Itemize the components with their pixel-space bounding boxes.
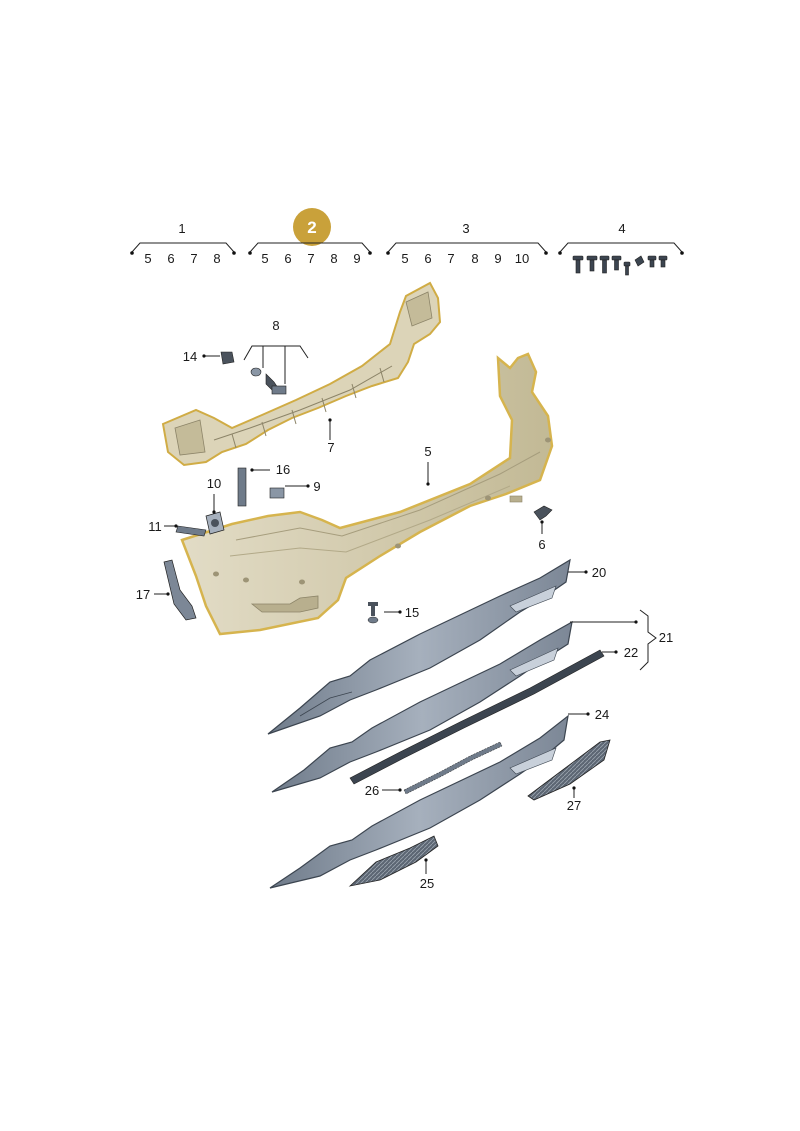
diffuser-24 bbox=[269, 714, 569, 889]
callout-26: 26 bbox=[365, 783, 379, 798]
sub-number: 8 bbox=[471, 251, 478, 266]
group-header-3: 3 5 6 7 8 9 10 bbox=[386, 221, 548, 266]
highlight-badge bbox=[293, 208, 331, 246]
group-number: 3 bbox=[462, 221, 469, 236]
sub-number: 5 bbox=[261, 251, 268, 266]
part-15-screw bbox=[367, 602, 379, 624]
callout-10: 10 bbox=[207, 476, 221, 491]
part-8-bolt-set bbox=[250, 367, 287, 395]
sub-number: 8 bbox=[213, 251, 220, 266]
sub-number: 9 bbox=[494, 251, 501, 266]
sub-number: 6 bbox=[167, 251, 174, 266]
callout-7: 7 bbox=[327, 440, 334, 455]
part-16-bracket bbox=[237, 467, 247, 507]
diffuser-21 bbox=[271, 620, 573, 793]
callout-14: 14 bbox=[183, 349, 197, 364]
screw-set-icon bbox=[572, 255, 668, 276]
part-6-sensor-wire bbox=[533, 505, 553, 521]
callout-8: 8 bbox=[272, 318, 279, 333]
group-header-4: 4 bbox=[558, 221, 684, 276]
part-10-sensor-holder bbox=[205, 511, 225, 535]
sub-number: 6 bbox=[424, 251, 431, 266]
callout-20: 20 bbox=[592, 565, 606, 580]
sub-number: 8 bbox=[330, 251, 337, 266]
callout-22: 22 bbox=[624, 645, 638, 660]
group-header-1: 1 5 6 7 8 bbox=[130, 221, 236, 266]
sub-number: 7 bbox=[447, 251, 454, 266]
callout-15: 15 bbox=[405, 605, 419, 620]
callout-labels: 14 8 7 5 16 9 10 11 17 6 15 20 21 22 24 … bbox=[136, 318, 673, 891]
callout-24: 24 bbox=[595, 707, 609, 722]
sub-number: 7 bbox=[307, 251, 314, 266]
sub-number: 6 bbox=[284, 251, 291, 266]
callout-11: 11 bbox=[148, 519, 162, 534]
callout-27: 27 bbox=[567, 798, 581, 813]
group-number: 2 bbox=[307, 218, 316, 237]
callout-21: 21 bbox=[659, 630, 673, 645]
callout-16: 16 bbox=[276, 462, 290, 477]
diffuser-20 bbox=[267, 558, 571, 735]
trim-strip-26 bbox=[403, 741, 503, 795]
sub-number: 5 bbox=[144, 251, 151, 266]
sub-number: 5 bbox=[401, 251, 408, 266]
part-9-clip bbox=[269, 487, 285, 499]
callout-6: 6 bbox=[538, 537, 545, 552]
part-14-clip bbox=[220, 351, 235, 365]
group-number: 1 bbox=[178, 221, 185, 236]
trim-strip-22 bbox=[349, 649, 605, 785]
sub-number: 9 bbox=[353, 251, 360, 266]
bumper-carrier bbox=[161, 281, 442, 467]
callout-17: 17 bbox=[136, 587, 150, 602]
group-number: 4 bbox=[618, 221, 625, 236]
leaders bbox=[154, 345, 657, 874]
callout-25: 25 bbox=[420, 876, 434, 891]
mesh-insert-27 bbox=[527, 739, 611, 801]
sub-number: 10 bbox=[515, 251, 529, 266]
bumper-cover bbox=[180, 352, 554, 636]
callout-9: 9 bbox=[313, 479, 320, 494]
callout-5: 5 bbox=[424, 444, 431, 459]
mesh-insert-25 bbox=[348, 835, 439, 887]
sub-number: 7 bbox=[190, 251, 197, 266]
group-header-2: 2 5 6 7 8 9 bbox=[248, 208, 372, 266]
part-11-strip bbox=[175, 525, 207, 537]
part-17-guide bbox=[163, 559, 197, 621]
